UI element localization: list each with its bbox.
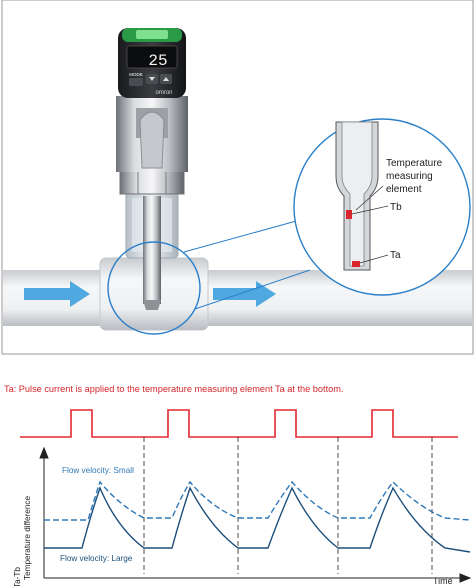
flow-small-label: Flow velocity: Small (62, 466, 134, 475)
flow-sensor: 25 MODE omron (116, 28, 188, 310)
callout-line (194, 269, 311, 310)
mode-button (129, 78, 143, 86)
tb-label: Tb (390, 202, 402, 213)
y-axis-label-line1: Ta-Tb (13, 567, 22, 586)
probe-cross-section (335, 121, 379, 271)
period-markers (143, 437, 433, 574)
element-label-line3: element (386, 184, 422, 195)
down-arrow-icon (149, 77, 155, 81)
zoom-circle-small (107, 241, 201, 335)
tb-element (346, 210, 352, 219)
pulse-caption: Ta: Pulse current is applied to the temp… (4, 384, 344, 394)
curve-small-velocity (44, 480, 471, 521)
callout-line (183, 219, 301, 253)
curve-large-velocity (44, 486, 471, 553)
flow-arrow-icon (213, 281, 276, 307)
up-arrow-icon (163, 77, 169, 81)
display-readout: 25 (148, 52, 167, 70)
element-label-line2: measuring (386, 171, 433, 182)
ta-element (352, 261, 360, 267)
flow-large-label: Flow velocity: Large (60, 554, 133, 563)
brand-logo: omron (155, 90, 172, 96)
element-label-line1: Temperature (386, 158, 443, 169)
ta-label: Ta (390, 250, 401, 261)
graph-axes (39, 446, 472, 583)
y-axis-label-line2: Temperature difference (23, 496, 32, 580)
x-axis-label: Time (433, 576, 453, 586)
pulse-waveform (20, 409, 458, 438)
flow-arrow-icon (24, 281, 90, 307)
mode-label: MODE (129, 72, 143, 77)
